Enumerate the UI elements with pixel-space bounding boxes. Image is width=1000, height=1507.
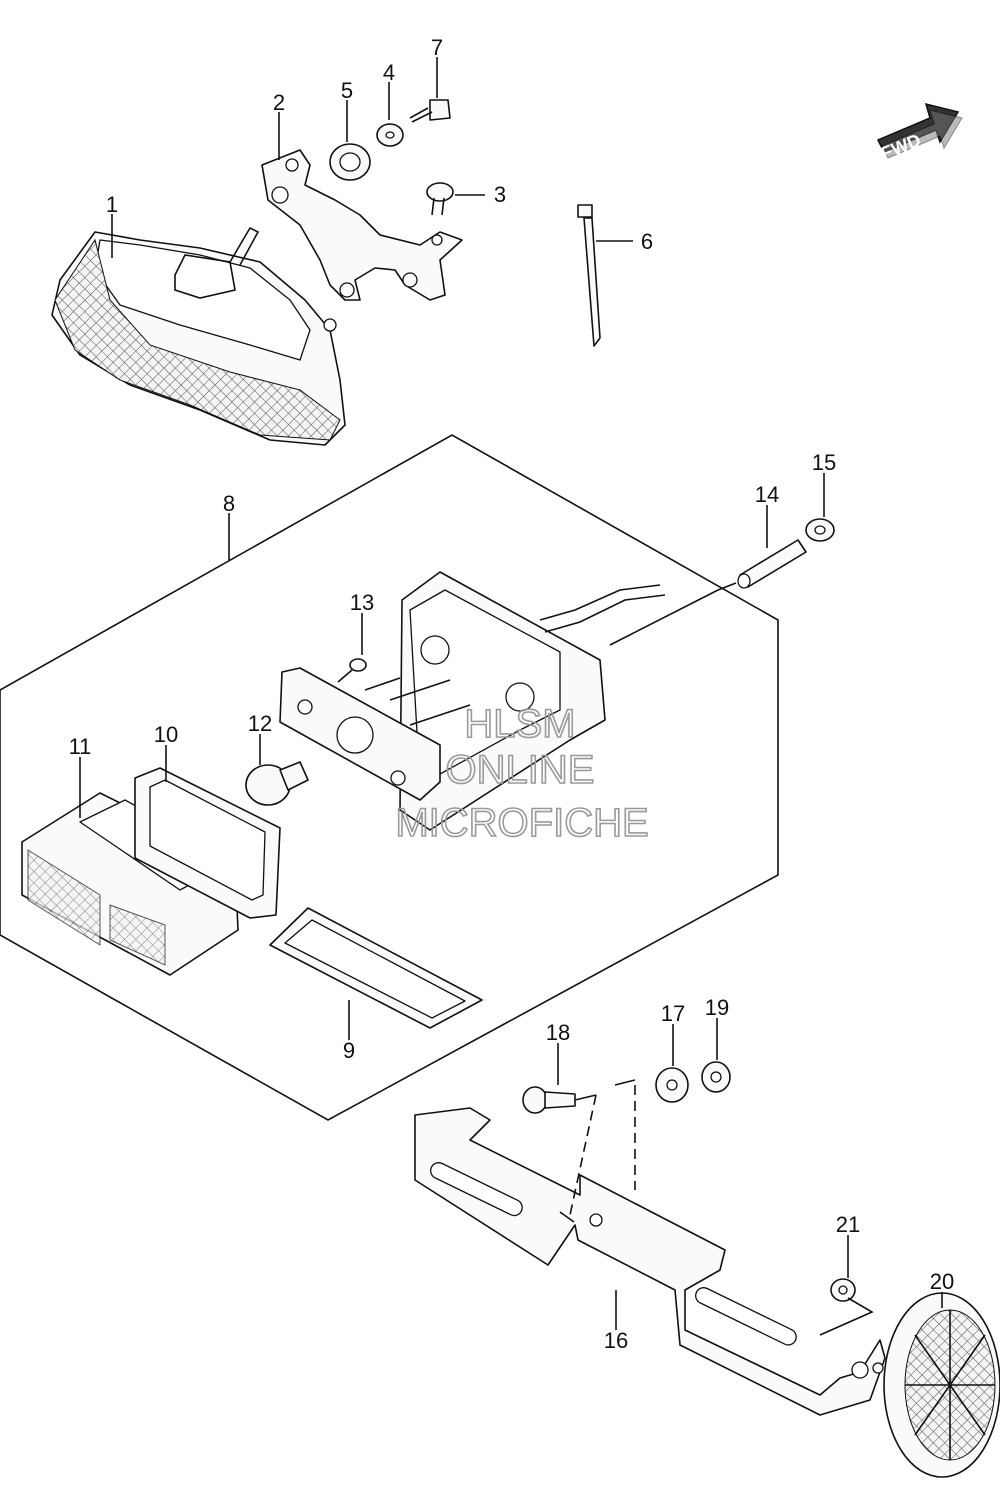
callout-leader-lines [79, 57, 943, 1330]
lens-gasket [134, 767, 281, 919]
callout-16: 16 [604, 1328, 628, 1353]
callout-5: 5 [341, 78, 353, 103]
lamp-screw [337, 658, 367, 683]
callout-labels: 1 2 3 4 5 6 7 8 9 10 11 12 13 14 15 16 1… [69, 35, 955, 1353]
callout-20: 20 [930, 1269, 954, 1294]
callout-10: 10 [154, 722, 178, 747]
watermark-line-2: ONLINE [446, 748, 595, 792]
watermark: HLSM ONLINE MICROFICHE [395, 701, 650, 846]
watermark-line-3: MICROFICHE [395, 801, 648, 845]
callout-4: 4 [383, 60, 395, 85]
callout-7: 7 [431, 35, 443, 60]
rubber-grommet [329, 143, 371, 181]
callout-11: 11 [69, 734, 92, 759]
license-lamp-kit-outline [0, 434, 779, 1121]
bracket-washer [655, 1067, 689, 1103]
tapping-screw [409, 99, 451, 123]
callout-13: 13 [350, 590, 374, 615]
callout-18: 18 [546, 1020, 570, 1045]
tail-lamp-assembly [51, 226, 346, 446]
callout-19: 19 [705, 995, 729, 1020]
rear-reflector [883, 1292, 1000, 1478]
reflector-nut [830, 1278, 856, 1302]
callout-14: 14 [755, 482, 779, 507]
callout-8: 8 [223, 491, 235, 516]
watermark-line-1: HLSM [464, 702, 575, 746]
callout-21: 21 [836, 1212, 860, 1237]
bracket-nut [701, 1061, 731, 1093]
nut [805, 518, 835, 542]
washer [376, 123, 404, 147]
callout-6: 6 [641, 229, 653, 254]
cable-tie [577, 204, 601, 347]
callout-1: 1 [106, 192, 118, 217]
lens-cover [269, 907, 483, 1029]
callout-2: 2 [273, 90, 285, 115]
callout-15: 15 [812, 450, 836, 475]
bulb [245, 761, 309, 806]
license-plate-bracket [414, 1107, 886, 1416]
assembly-guide-lines [559, 582, 874, 1336]
screw [426, 182, 454, 216]
socket-plate [279, 667, 471, 801]
bracket-bolt [522, 1086, 576, 1114]
callout-17: 17 [661, 1001, 685, 1026]
lamp-bracket [261, 149, 463, 301]
forward-direction-arrow: FWD [876, 102, 963, 164]
callout-3: 3 [494, 182, 506, 207]
callout-9: 9 [343, 1038, 355, 1063]
spacer-collar [737, 539, 807, 589]
callout-12: 12 [248, 711, 272, 736]
license-lamp-housing [399, 571, 666, 831]
